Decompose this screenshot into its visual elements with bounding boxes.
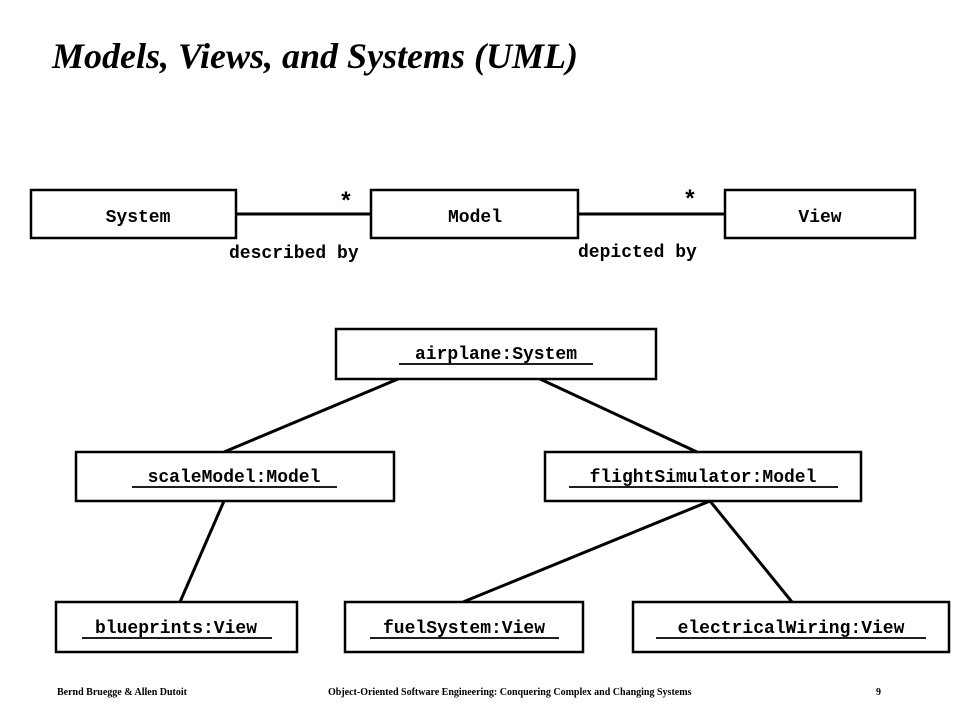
footer-authors: Bernd Bruegge & Allen Dutoit bbox=[57, 687, 187, 698]
association-label-depicted-by: depicted by bbox=[578, 243, 697, 263]
object-name-electricalwiring: electricalWiring:View bbox=[678, 619, 905, 639]
link-flightsimulator-electricalwiring bbox=[708, 500, 794, 603]
object-name-flightsimulator: flightSimulator:Model bbox=[590, 468, 817, 488]
class-name-model: Model bbox=[448, 208, 502, 228]
object-box-flightsimulator: flightSimulator:Model bbox=[543, 450, 863, 503]
association-label-described-by: described by bbox=[229, 244, 359, 264]
footer-book-title: Object-Oriented Software Engineering: Co… bbox=[328, 687, 692, 698]
class-box-view: View bbox=[723, 188, 917, 240]
link-airplane-scalemodel bbox=[223, 377, 399, 454]
object-box-fuelsystem: fuelSystem:View bbox=[343, 600, 585, 654]
multiplicity-view: * bbox=[683, 188, 697, 215]
link-airplane-flightsimulator bbox=[539, 377, 698, 454]
class-box-system: System bbox=[29, 188, 238, 240]
object-box-airplane: airplane:System bbox=[334, 327, 658, 381]
object-box-scalemodel: scaleModel:Model bbox=[74, 450, 396, 503]
object-box-blueprints: blueprints:View bbox=[54, 600, 299, 654]
object-name-airplane: airplane:System bbox=[415, 345, 577, 365]
slide-title: Models, Views, and Systems (UML) bbox=[52, 36, 579, 76]
object-name-scalemodel: scaleModel:Model bbox=[148, 468, 321, 488]
object-name-blueprints: blueprints:View bbox=[95, 619, 257, 639]
object-name-fuelsystem: fuelSystem:View bbox=[383, 619, 545, 639]
link-flightsimulator-fuelsystem bbox=[462, 499, 711, 604]
link-scalemodel-blueprints bbox=[178, 500, 226, 603]
class-name-system: System bbox=[106, 208, 171, 228]
class-box-model: Model bbox=[369, 188, 580, 240]
multiplicity-model: * bbox=[339, 190, 353, 217]
class-name-view: View bbox=[798, 208, 841, 228]
object-box-electricalwiring: electricalWiring:View bbox=[631, 600, 951, 654]
footer-page-number: 9 bbox=[876, 687, 881, 698]
